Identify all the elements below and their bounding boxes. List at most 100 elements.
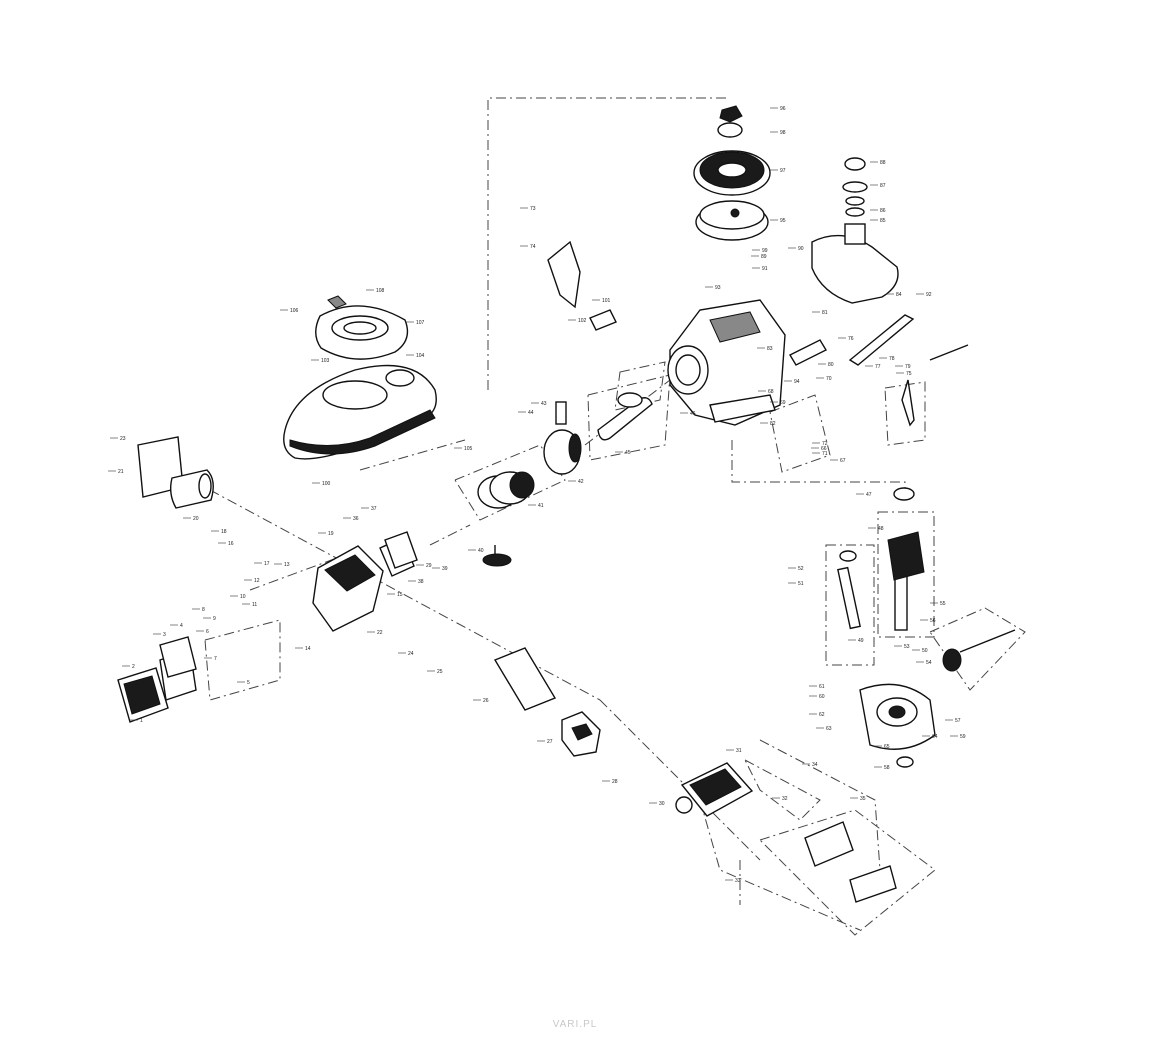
callout-label: 49: [858, 638, 864, 644]
callout-label: 80: [828, 362, 834, 368]
callout-label: 33: [735, 878, 741, 884]
muffler: [137, 436, 214, 509]
assembly-lines: [204, 97, 1026, 936]
watermark: VARI.PL: [552, 1019, 598, 1030]
callout-label: 63: [826, 726, 832, 732]
callout-label: 82: [770, 421, 776, 427]
callout-label: 90: [798, 246, 804, 252]
callout-label: 1: [140, 718, 143, 724]
callout-label: 71: [822, 451, 828, 457]
callout-label: 65: [884, 744, 890, 750]
callout-label: 78: [889, 356, 895, 362]
callout-label: 13: [284, 562, 290, 568]
callout-label: 103: [321, 358, 330, 364]
callout-label: 64: [932, 734, 938, 740]
callout-label: 39: [442, 566, 448, 572]
ignition-coil: [547, 240, 617, 331]
callout-label: 17: [264, 561, 270, 567]
callout-label: 5: [247, 680, 250, 686]
callout-label: 35: [860, 796, 866, 802]
callout-label: 101: [602, 298, 611, 304]
callout-label: 29: [426, 563, 432, 569]
callout-label: 27: [547, 739, 553, 745]
callout-label: 98: [780, 130, 786, 136]
callout-label: 16: [228, 541, 234, 547]
callout-label: 105: [464, 446, 473, 452]
callout-label: 76: [848, 336, 854, 342]
callout-label: 61: [819, 684, 825, 690]
engine-block: [667, 299, 786, 426]
governor-gear: [942, 629, 1016, 672]
camshaft: [482, 545, 512, 567]
callout-label: 96: [780, 106, 786, 112]
callout-label: 22: [377, 630, 383, 636]
throttle-linkage: [789, 314, 969, 427]
callout-label: 50: [922, 648, 928, 654]
air-filter-housing: [675, 762, 754, 817]
callout-label: 11: [252, 602, 257, 608]
callout-label: 57: [955, 718, 961, 724]
callout-label: 79: [905, 364, 911, 370]
callout-label: 44: [528, 410, 534, 416]
callout-label: 62: [819, 712, 825, 718]
callout-label: 38: [418, 579, 424, 585]
callout-label: 67: [840, 458, 846, 464]
callout-label: 41: [538, 503, 544, 509]
callout-label: 68: [768, 389, 774, 395]
air-filter-element: [804, 821, 897, 903]
callout-label: 91: [762, 266, 768, 272]
engine-shroud: [283, 364, 437, 460]
callout-label: 26: [483, 698, 489, 704]
callout-label: 47: [866, 492, 872, 498]
callout-label: 107: [416, 320, 425, 326]
callout-label: 77: [875, 364, 881, 370]
callout-label: 66: [821, 446, 827, 452]
callout-label: 21: [118, 469, 124, 475]
gasket: [159, 531, 557, 711]
connecting-rod: [597, 392, 653, 441]
callout-label: 32: [782, 796, 788, 802]
callout-label: 4: [180, 623, 183, 629]
piston-rings: [477, 471, 535, 509]
callout-label: 51: [798, 581, 804, 587]
callout-label: 34: [812, 762, 818, 768]
callout-label: 93: [715, 285, 721, 291]
callout-label: 92: [926, 292, 932, 298]
callout-label: 81: [822, 310, 828, 316]
carburettor: [561, 711, 601, 757]
callout-label: 104: [416, 353, 425, 359]
piston: [543, 401, 582, 475]
callout-label: 102: [578, 318, 587, 324]
callout-label: 75: [906, 371, 912, 377]
callout-label: 42: [578, 479, 584, 485]
callout-label: 58: [884, 765, 890, 771]
callout-label: 87: [880, 183, 886, 189]
callout-label: 72: [822, 441, 828, 447]
callout-label: 100: [322, 481, 331, 487]
callout-label: 24: [408, 651, 414, 657]
dipstick: [837, 550, 861, 630]
callout-label: 84: [896, 292, 902, 298]
callout-label: 8: [202, 607, 205, 613]
callout-label: 23: [120, 436, 126, 442]
fuel-tank: [811, 157, 899, 304]
callout-label: 6: [206, 629, 209, 635]
callout-label: 18: [221, 529, 227, 535]
callout-label: 45: [625, 450, 631, 456]
callout-label: 28: [612, 779, 618, 785]
callout-label: 86: [880, 208, 886, 214]
crankshaft: [887, 487, 925, 631]
callout-label: 7: [214, 656, 217, 662]
callout-label: 14: [305, 646, 311, 652]
callout-label: 19: [328, 531, 334, 537]
callout-label: 55: [940, 601, 946, 607]
callout-label: 74: [530, 244, 536, 250]
callout-label: 106: [290, 308, 299, 314]
callout-label: 108: [376, 288, 385, 294]
recoil-starter-cover: [315, 295, 409, 360]
callout-label: 59: [960, 734, 966, 740]
callout-label: 37: [371, 506, 377, 512]
callout-label: 99: [762, 248, 768, 254]
callout-label: 3: [163, 632, 166, 638]
